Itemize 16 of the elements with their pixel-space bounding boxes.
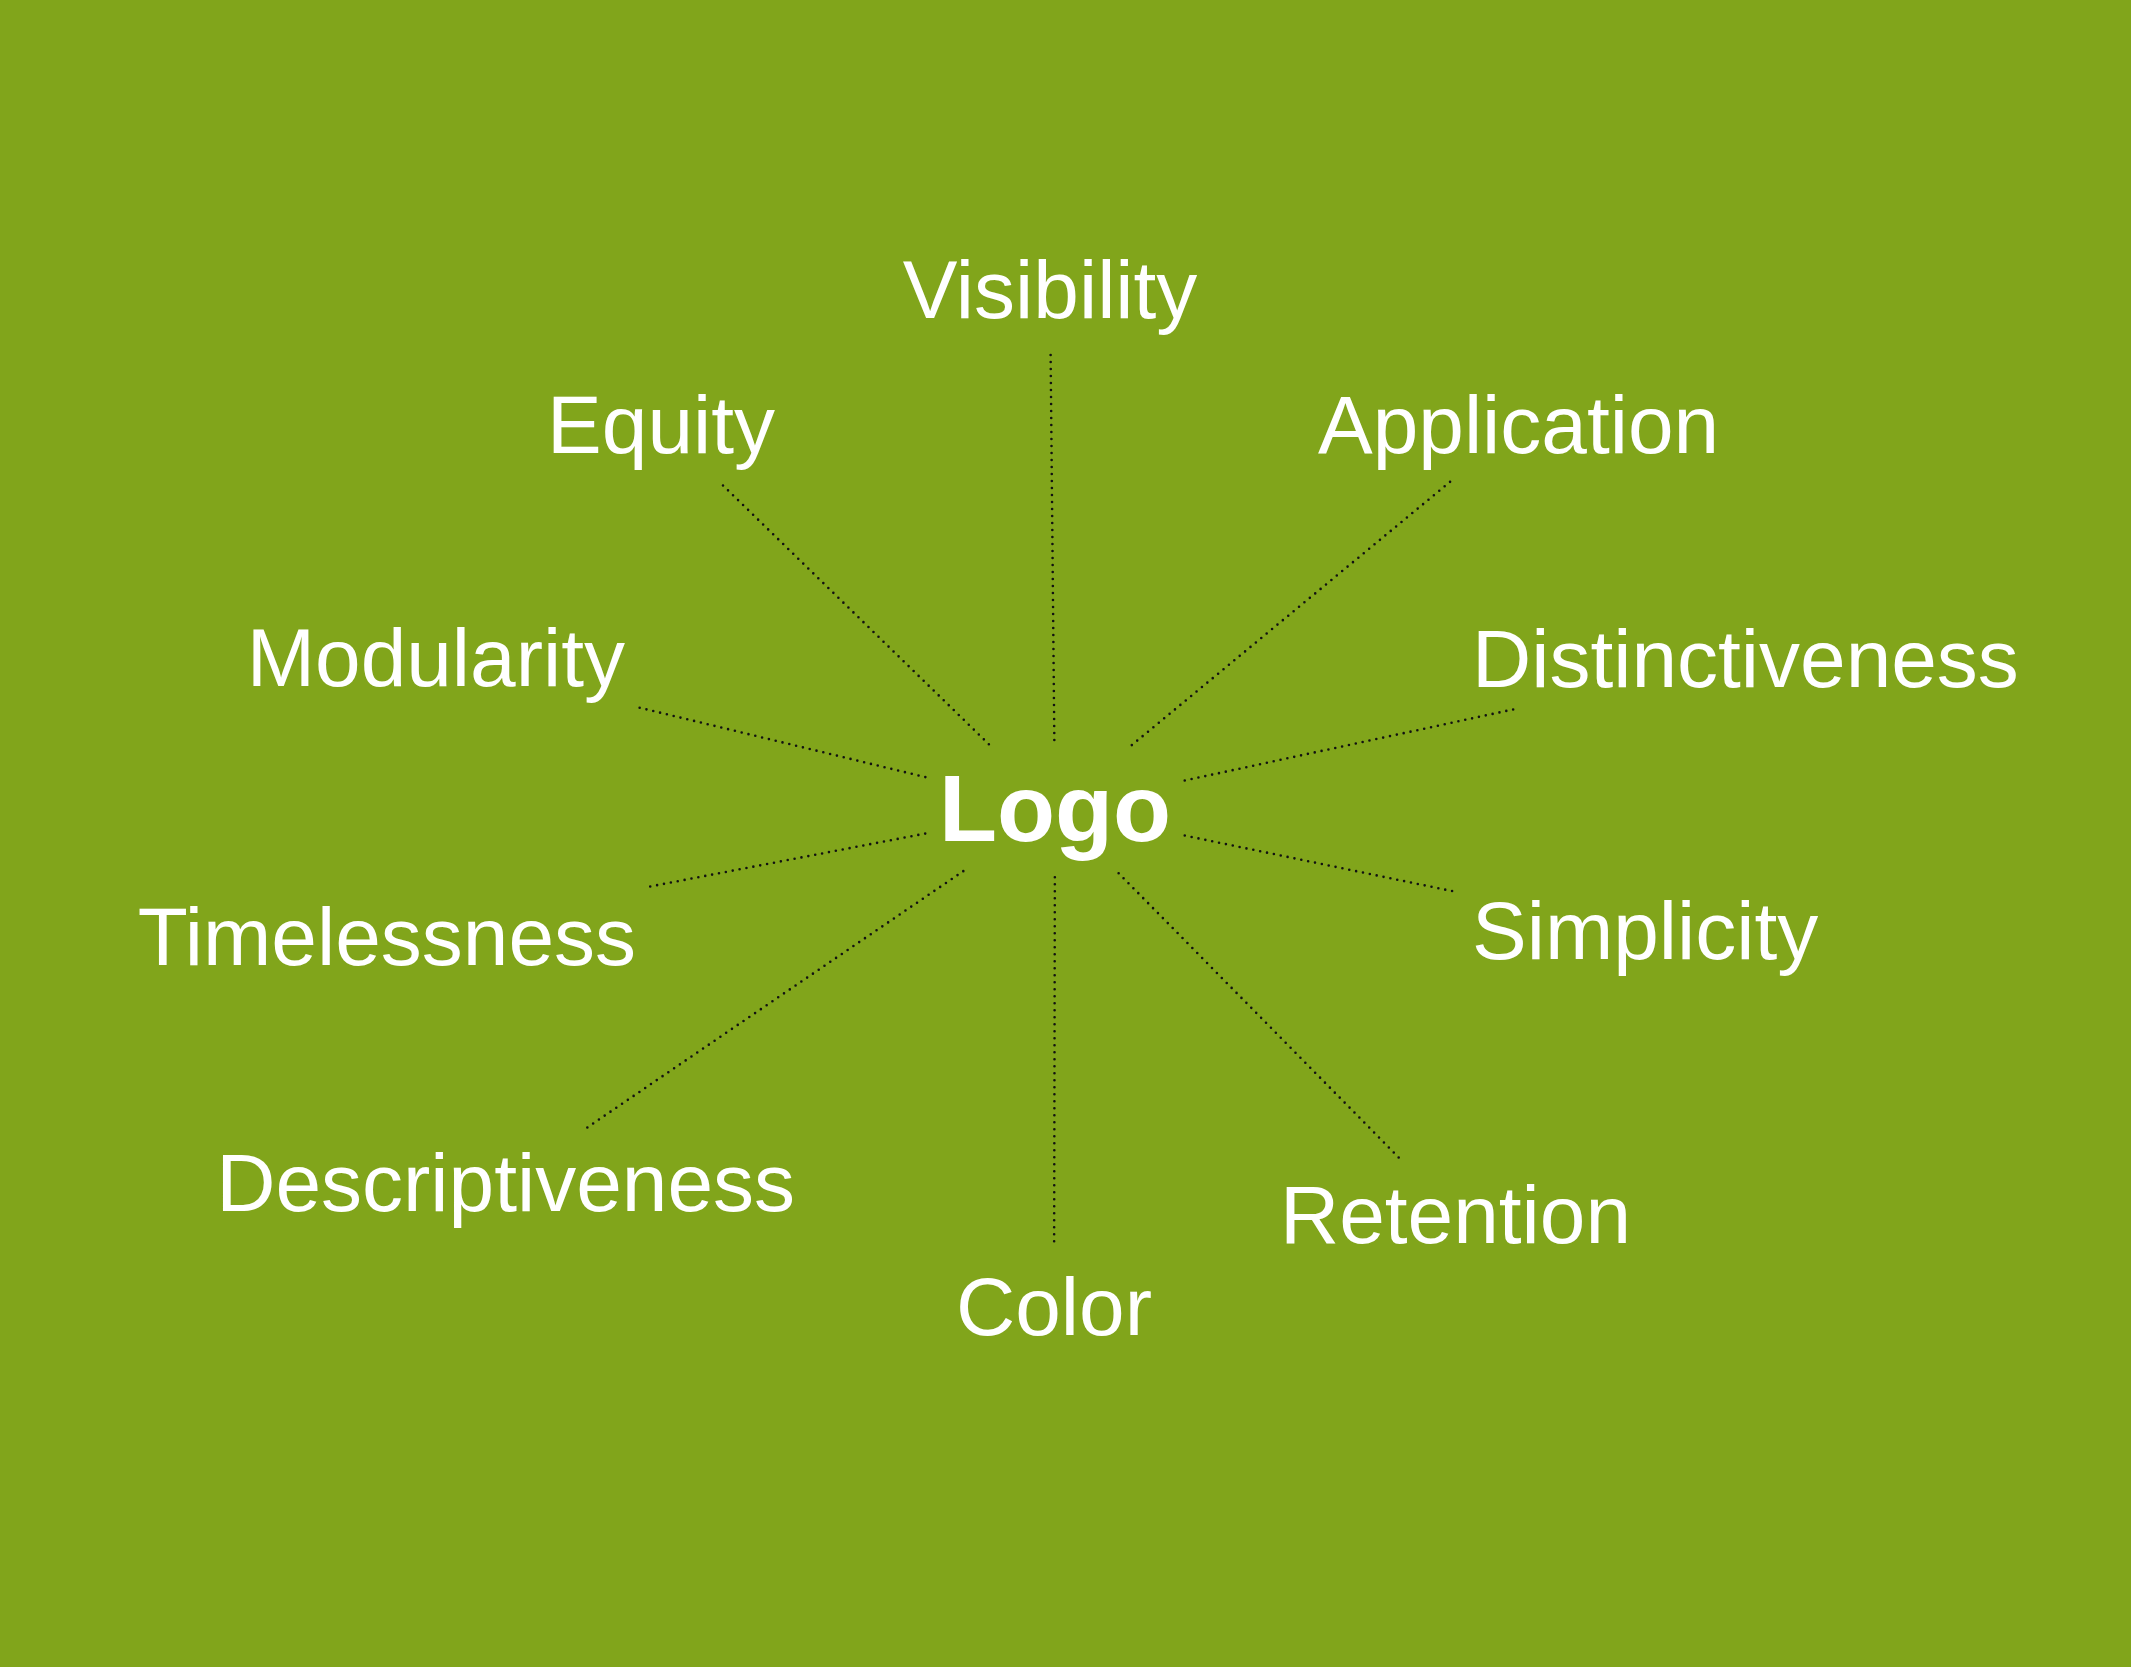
- dotted-connector: [637, 706, 927, 779]
- center-label: Logo: [938, 754, 1172, 864]
- attribute-label: Color: [956, 1260, 1152, 1355]
- dotted-connector: [1117, 871, 1401, 1160]
- attribute-label: Equity: [547, 378, 775, 473]
- attribute-label: Distinctiveness: [1472, 612, 2019, 707]
- attribute-label: Application: [1318, 378, 1720, 473]
- attribute-label: Retention: [1280, 1168, 1632, 1263]
- attribute-label: Visibility: [902, 243, 1198, 338]
- dotted-connector: [1130, 479, 1453, 747]
- attribute-label: Simplicity: [1472, 884, 1819, 979]
- attribute-label: Modularity: [246, 611, 625, 706]
- attribute-label: Timelessness: [137, 890, 636, 985]
- attribute-label: Descriptiveness: [216, 1136, 795, 1231]
- dotted-connector: [1183, 707, 1516, 782]
- dotted-connector: [585, 869, 965, 1130]
